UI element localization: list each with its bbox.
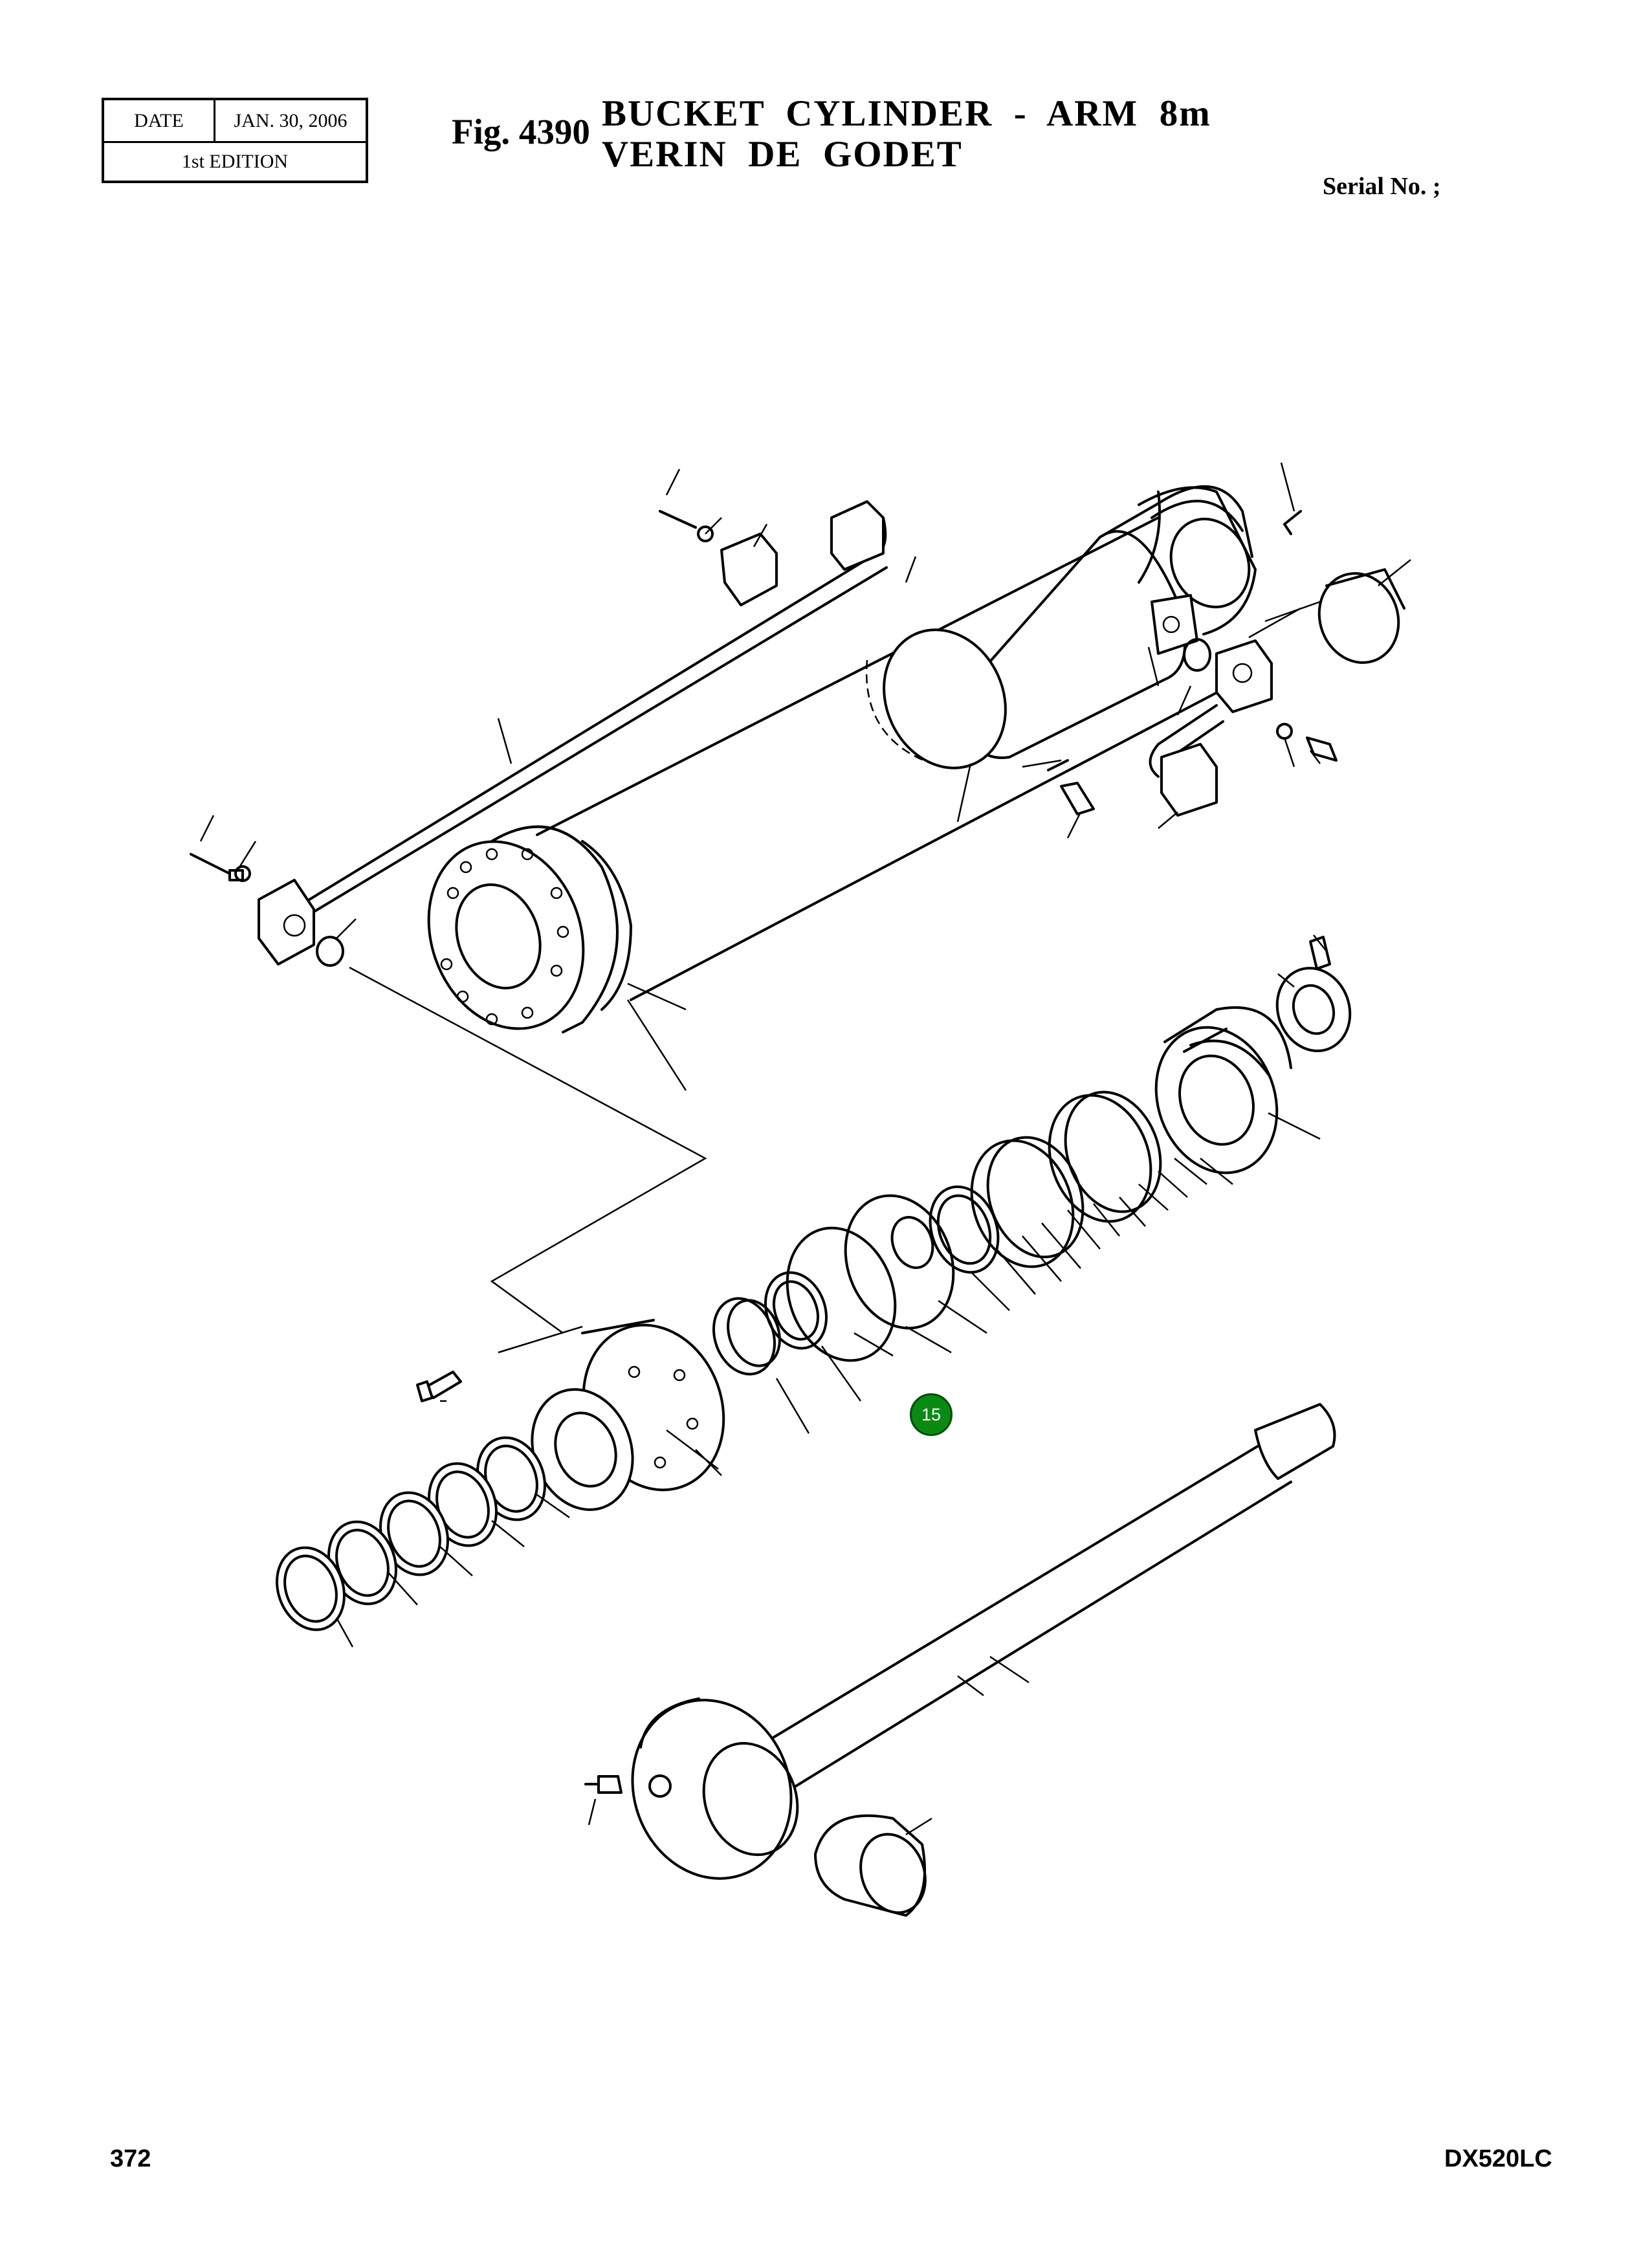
edition-label: 1st EDITION <box>181 151 289 172</box>
title-english: BUCKET CYLINDER - ARM 8m <box>602 93 1211 134</box>
hydraulic-pipe-upper <box>190 500 888 967</box>
piston-rod <box>584 1403 1336 1880</box>
bushing-lower <box>814 1814 927 1917</box>
stamp-date-row: DATE JAN. 30, 2006 <box>104 100 366 143</box>
callout-marker-15[interactable]: 15 <box>910 1393 953 1436</box>
page-number: 372 <box>110 2145 151 2172</box>
model-name: DX520LC <box>1444 2145 1552 2172</box>
gland-assembly <box>416 1319 725 1511</box>
title-french: VERIN DE GODET <box>602 134 963 175</box>
hydraulic-pipe-right <box>1047 510 1405 817</box>
date-edition-stamp: DATE JAN. 30, 2006 1st EDITION <box>102 98 368 183</box>
leader-lines <box>199 462 1411 1836</box>
piston-and-nut <box>1154 936 1352 1175</box>
date-value: JAN. 30, 2006 <box>234 109 347 131</box>
seal-rings-left <box>276 1436 546 1631</box>
figure-number: Fig. 4390 <box>452 112 590 151</box>
piston-seals <box>712 1090 1162 1376</box>
serial-number-label: Serial No. ; <box>1323 173 1441 200</box>
date-label: DATE <box>104 100 215 141</box>
cylinder-tube <box>427 485 1257 1033</box>
